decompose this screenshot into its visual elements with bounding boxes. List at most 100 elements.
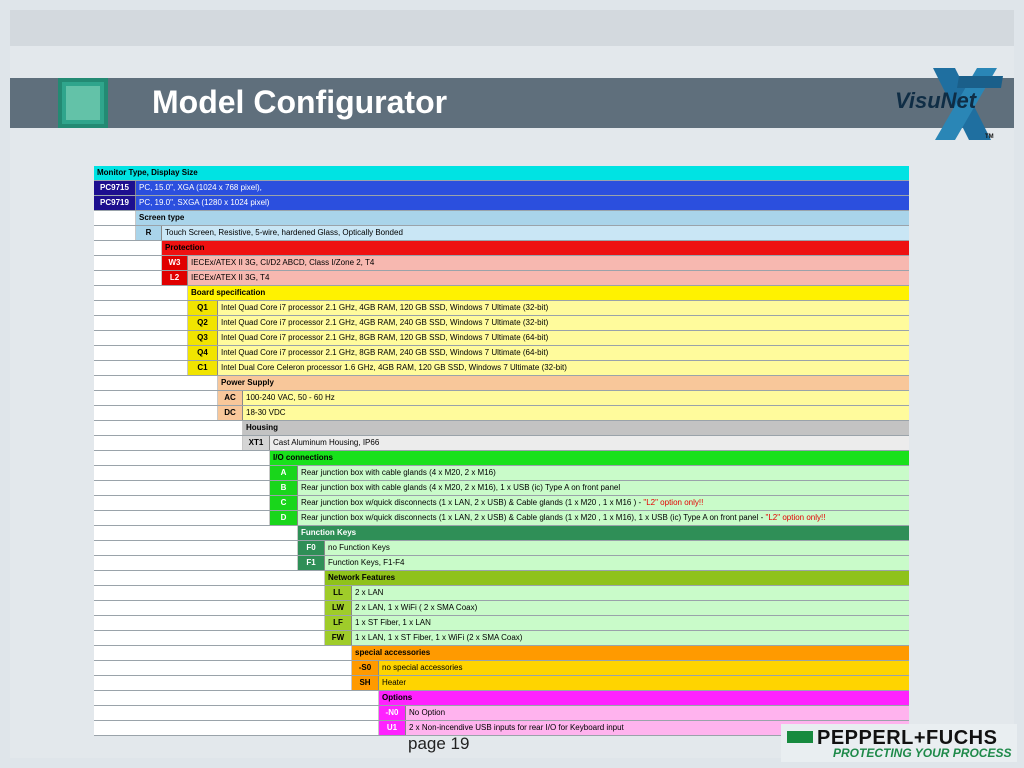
- slide-top-strip: [10, 10, 1014, 46]
- indent-cell: [94, 421, 243, 435]
- option-code: LF: [325, 616, 352, 630]
- option-code: -N0: [379, 706, 406, 720]
- option-description: no Function Keys: [325, 541, 909, 555]
- option-code: D: [270, 511, 298, 525]
- option-description-text: Function Keys, F1-F4: [328, 558, 405, 567]
- option-description-text: 2 x LAN: [355, 588, 384, 597]
- teal-square-icon: [58, 78, 108, 128]
- section-header-row: Monitor Type, Display Size: [94, 166, 909, 181]
- section-header-row: I/O connections: [94, 451, 909, 466]
- indent-cell: [94, 631, 325, 645]
- option-description-text: 18-30 VDC: [246, 408, 286, 417]
- option-code: DC: [218, 406, 243, 420]
- option-code: A: [270, 466, 298, 480]
- section-header: Housing: [243, 421, 909, 435]
- indent-cell: [94, 721, 379, 735]
- indent-cell: [94, 301, 188, 315]
- indent-cell: [94, 376, 218, 390]
- section-header-row: Function Keys: [94, 526, 909, 541]
- option-description-text: 1 x ST Fiber, 1 x LAN: [355, 618, 431, 627]
- indent-cell: [94, 616, 325, 630]
- option-description: IECEx/ATEX II 3G, T4: [188, 271, 909, 285]
- option-code: F1: [298, 556, 325, 570]
- option-description: PC, 15.0", XGA (1024 x 768 pixel),: [136, 181, 909, 195]
- indent-cell: [94, 556, 298, 570]
- indent-cell: [94, 541, 298, 555]
- section-header-row: Protection: [94, 241, 909, 256]
- option-description-text: Intel Quad Core i7 processor 2.1 GHz, 4G…: [221, 318, 549, 327]
- option-description: PC, 19.0", SXGA (1280 x 1024 pixel): [136, 196, 909, 210]
- option-code: Q4: [188, 346, 218, 360]
- page-number: page 19: [408, 734, 470, 753]
- option-code: PC9715: [94, 181, 136, 195]
- indent-cell: [94, 451, 270, 465]
- option-description: 100-240 VAC, 50 - 60 Hz: [243, 391, 909, 405]
- option-code: LL: [325, 586, 352, 600]
- option-code: C1: [188, 361, 218, 375]
- section-header: I/O connections: [270, 451, 909, 465]
- option-description-text: Rear junction box with cable glands (4 x…: [301, 468, 496, 477]
- logo-tm: TM: [985, 134, 994, 140]
- option-description: Rear junction box w/quick disconnects (1…: [298, 496, 909, 510]
- option-description-text: Intel Quad Core i7 processor 2.1 GHz, 4G…: [221, 303, 549, 312]
- option-description: Rear junction box with cable glands (4 x…: [298, 466, 909, 480]
- option-description: Rear junction box w/quick disconnects (1…: [298, 511, 909, 525]
- option-code: U1: [379, 721, 406, 735]
- option-code: XT1: [243, 436, 270, 450]
- indent-cell: [94, 346, 188, 360]
- option-description: Touch Screen, Resistive, 5-wire, hardene…: [162, 226, 909, 240]
- section-header: Board specification: [188, 286, 909, 300]
- indent-cell: [94, 481, 270, 495]
- option-description-text: PC, 15.0", XGA (1024 x 768 pixel),: [139, 183, 262, 192]
- indent-cell: [94, 511, 270, 525]
- logo-mark-text: XT: [893, 66, 895, 67]
- indent-cell: [94, 286, 188, 300]
- indent-cell: [94, 676, 352, 690]
- option-description-text: 100-240 VAC, 50 - 60 Hz: [246, 393, 335, 402]
- teal-square-inner: [66, 86, 100, 120]
- indent-cell: [94, 331, 188, 345]
- option-description-text: no special accessories: [382, 663, 463, 672]
- option-code: PC9719: [94, 196, 136, 210]
- option-code: SH: [352, 676, 379, 690]
- section-header-row: special accessories: [94, 646, 909, 661]
- indent-cell: [94, 436, 243, 450]
- option-description: Heater: [379, 676, 909, 690]
- option-description-text: Intel Quad Core i7 processor 2.1 GHz, 8G…: [221, 348, 549, 357]
- option-description-text: 2 x Non-incendive USB inputs for rear I/…: [409, 723, 624, 732]
- pepperl-fuchs-logo-icon: [787, 731, 813, 743]
- option-description: Intel Dual Core Celeron processor 1.6 GH…: [218, 361, 909, 375]
- option-description: Intel Quad Core i7 processor 2.1 GHz, 8G…: [218, 331, 909, 345]
- option-description-text: PC, 19.0", SXGA (1280 x 1024 pixel): [139, 198, 270, 207]
- option-description-text: 1 x LAN, 1 x ST Fiber, 1 x WiFi (2 x SMA…: [355, 633, 523, 642]
- section-header: Monitor Type, Display Size: [94, 166, 909, 180]
- option-code: C: [270, 496, 298, 510]
- option-description: 1 x LAN, 1 x ST Fiber, 1 x WiFi (2 x SMA…: [352, 631, 909, 645]
- option-description-text: Cast Aluminum Housing, IP66: [273, 438, 380, 447]
- option-code: L2: [162, 271, 188, 285]
- option-note: "L2" option only!!: [765, 513, 826, 522]
- option-code: B: [270, 481, 298, 495]
- indent-cell: [94, 391, 218, 405]
- logo-text: VisuNet: [895, 88, 978, 113]
- option-description-text: IECEx/ATEX II 3G, T4: [191, 273, 270, 282]
- option-description: Function Keys, F1-F4: [325, 556, 909, 570]
- option-code: Q1: [188, 301, 218, 315]
